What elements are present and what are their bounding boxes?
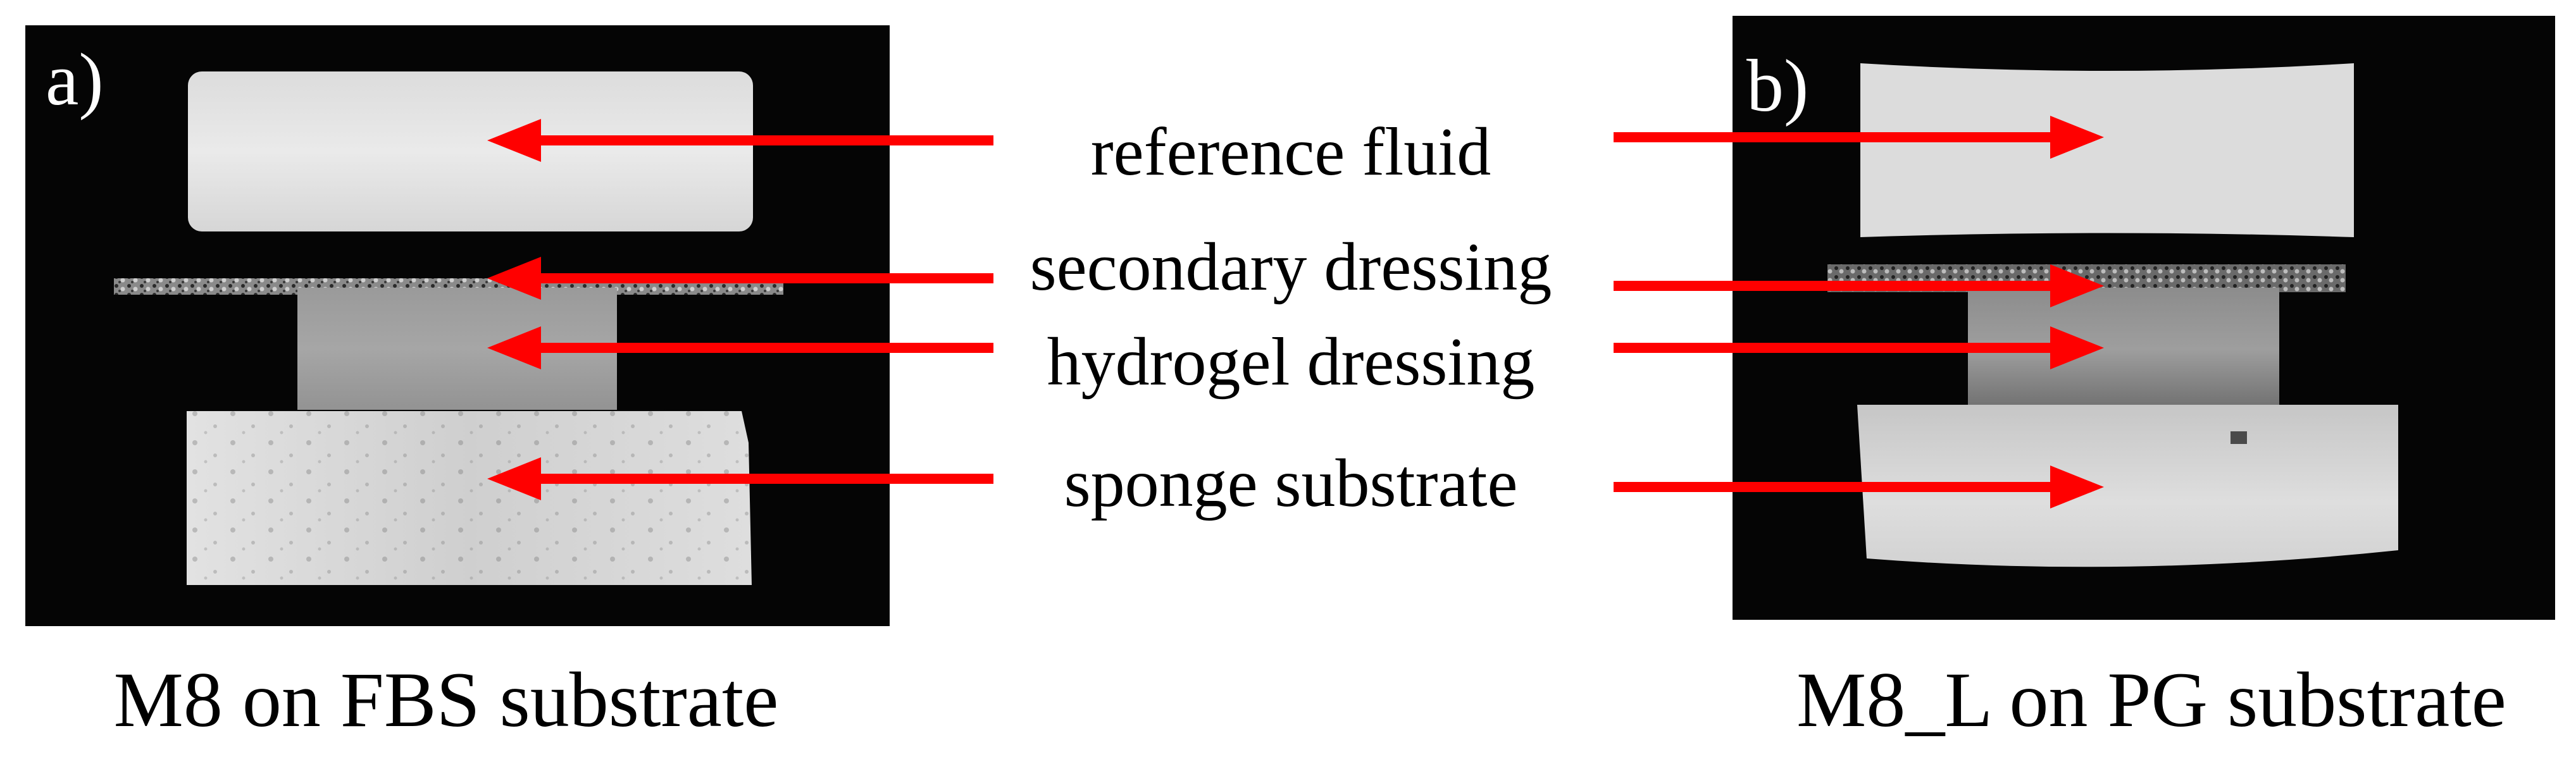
panel-b-reference-fluid-block [1860, 63, 2354, 237]
arrow-secondary-right [1614, 264, 2104, 307]
arrows [487, 116, 2104, 508]
panel-a-caption: M8 on FBS substrate [114, 656, 779, 743]
panel-b-letter: b) [1746, 44, 1808, 127]
panel-a-image: a) [25, 25, 890, 626]
panel-b-sponge-block [1857, 405, 2398, 567]
label-hydrogel-dressing: hydrogel dressing [1047, 324, 1535, 400]
arrow-reference-right [1614, 116, 2104, 159]
arrow-secondary-left [487, 257, 993, 300]
arrow-hydrogel-right [1614, 326, 2104, 369]
panel-b-caption: M8_L on PG substrate [1796, 656, 2506, 743]
panel-a-reference-fluid-block [188, 71, 753, 231]
arrow-reference-left [487, 119, 993, 162]
label-secondary-dressing: secondary dressing [1030, 230, 1552, 305]
arrow-hydrogel-left [487, 326, 993, 369]
panel-b-image: b) [1733, 16, 2555, 620]
panel-a-letter: a) [46, 38, 104, 121]
arrow-sponge-left [487, 457, 993, 500]
label-reference-fluid: reference fluid [1091, 114, 1491, 190]
label-sponge-substrate: sponge substrate [1064, 446, 1518, 521]
center-labels: reference fluid secondary dressing hydro… [1030, 114, 1552, 521]
arrow-sponge-right [1614, 465, 2104, 508]
